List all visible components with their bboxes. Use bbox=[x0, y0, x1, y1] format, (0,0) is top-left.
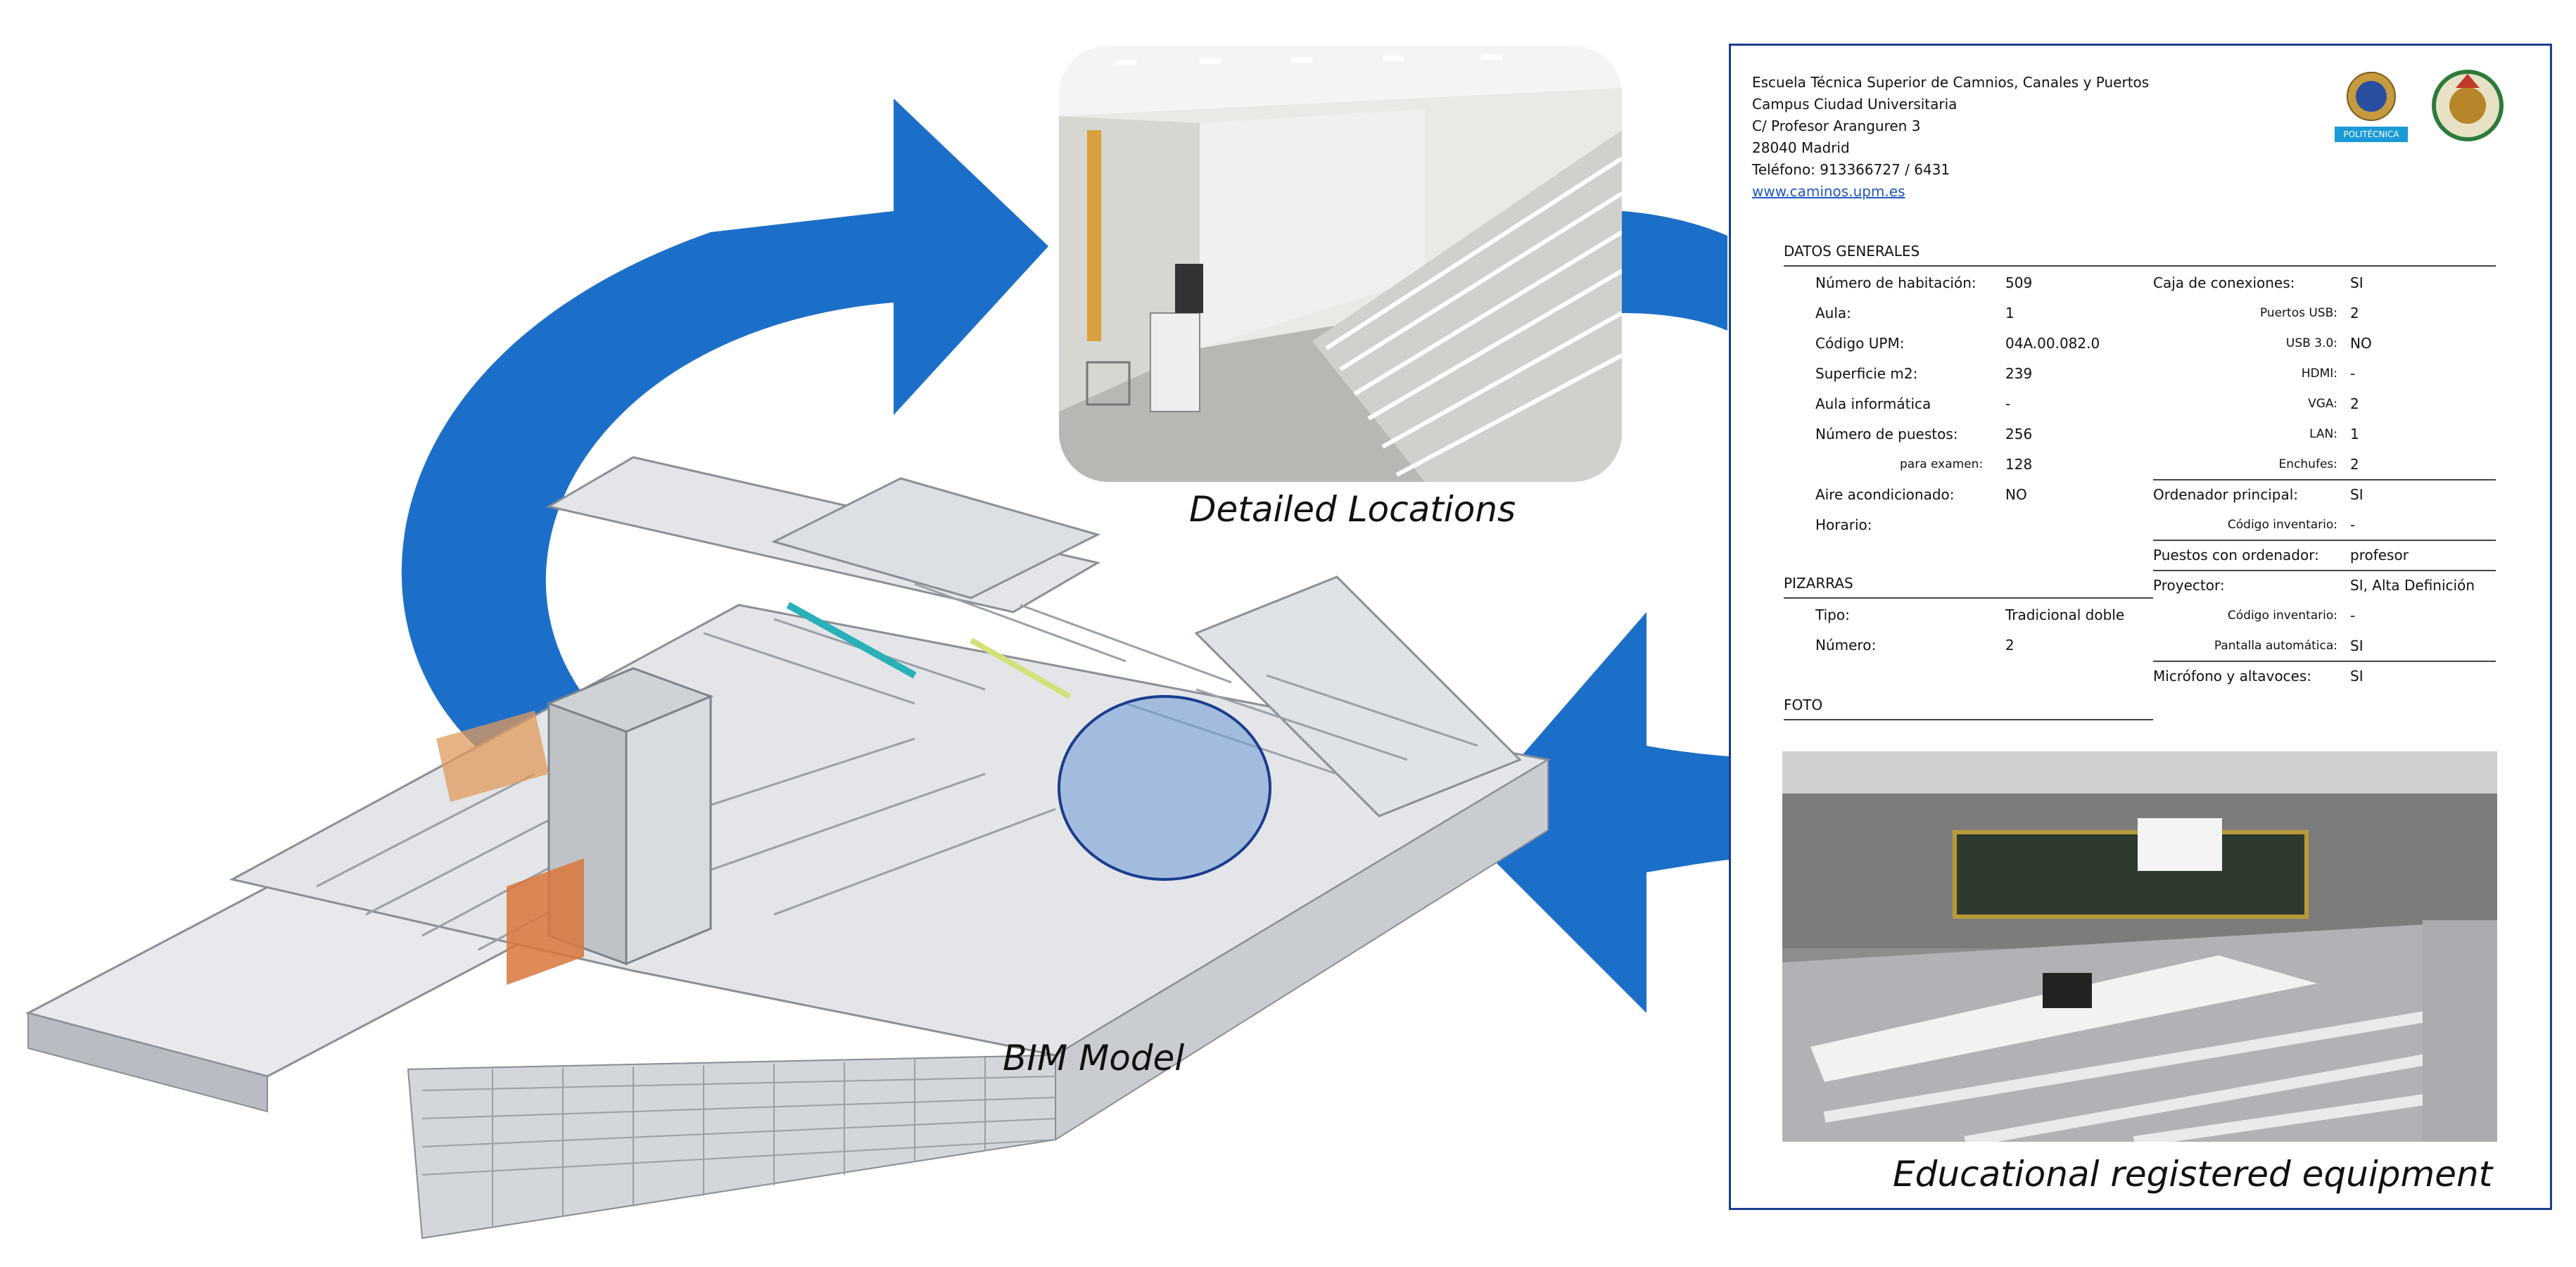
divider bbox=[2153, 570, 2496, 571]
address-line: Campus Ciudad Universitaria bbox=[1752, 96, 1958, 113]
equipment-record-card: Escuela Técnica Superior de Camnios, Can… bbox=[1729, 44, 2552, 1210]
curved-arrow-to-locations bbox=[401, 98, 1048, 788]
arrow-card-to-bim bbox=[1460, 612, 1729, 1013]
highlighted-room bbox=[1058, 695, 1271, 881]
field-value: - bbox=[2350, 365, 2356, 382]
school-crest-logo bbox=[2428, 67, 2508, 144]
field-value: 2 bbox=[2350, 395, 2359, 412]
facade-grid bbox=[421, 1057, 1056, 1228]
detailed-location-photo bbox=[1059, 46, 1622, 482]
field-label: USB 3.0: bbox=[2285, 336, 2337, 350]
field-label: Puestos con ordenador: bbox=[2153, 547, 2319, 564]
field-value: 2 bbox=[2350, 456, 2359, 473]
field-value: - bbox=[2005, 395, 2011, 412]
field-value: SI bbox=[2350, 637, 2364, 654]
caption-bim-model: BIM Model bbox=[1003, 1038, 1185, 1078]
section-heading-general: DATOS GENERALES bbox=[1784, 243, 1920, 260]
field-label: Número: bbox=[1815, 637, 1877, 654]
divider bbox=[1784, 719, 2153, 720]
field-label: Número de puestos: bbox=[1815, 426, 1958, 443]
field-value: NO bbox=[2005, 486, 2027, 503]
field-label: HDMI: bbox=[2301, 367, 2337, 381]
field-label: Pantalla automática: bbox=[2214, 639, 2337, 653]
caption-educational-equipment: Educational registered equipment bbox=[1893, 1154, 2493, 1195]
upm-logo-text: POLITÉCNICA bbox=[2343, 129, 2399, 139]
website-link[interactable]: www.caminos.upm.es bbox=[1752, 183, 1905, 200]
field-value: 256 bbox=[2005, 426, 2033, 443]
field-value: 509 bbox=[2005, 274, 2033, 291]
divider bbox=[2153, 479, 2496, 480]
field-value: 1 bbox=[2350, 426, 2359, 443]
connector-arrow-photo-to-card bbox=[1622, 211, 1727, 331]
field-value: SI bbox=[2350, 668, 2364, 685]
divider bbox=[2153, 540, 2496, 541]
field-label: Aula: bbox=[1815, 305, 1851, 321]
field-label: Micrófono y altavoces: bbox=[2153, 668, 2312, 685]
field-value: - bbox=[2350, 607, 2356, 624]
field-value: 2 bbox=[2005, 637, 2015, 654]
bim-model bbox=[25, 456, 1552, 1240]
classroom-photo bbox=[1782, 751, 2497, 1142]
divider bbox=[1784, 597, 2153, 599]
field-value: 2 bbox=[2350, 305, 2359, 321]
field-label: Aula informática bbox=[1815, 395, 1931, 412]
field-label: Enchufes: bbox=[2278, 457, 2337, 471]
field-label: Código UPM: bbox=[1815, 335, 1905, 352]
field-label: Aire acondicionado: bbox=[1815, 486, 1955, 503]
address-line: Teléfono: 913366727 / 6431 bbox=[1752, 161, 1950, 178]
field-value: 04A.00.082.0 bbox=[2005, 335, 2100, 352]
field-label: Tipo: bbox=[1815, 606, 1850, 623]
field-label: Código inventario: bbox=[2227, 609, 2337, 623]
field-value: SI bbox=[2350, 274, 2364, 291]
address-line: Escuela Técnica Superior de Camnios, Can… bbox=[1752, 74, 2150, 91]
caption-detailed-locations: Detailed Locations bbox=[1189, 489, 1516, 530]
field-value: 128 bbox=[2005, 456, 2033, 473]
field-value: SI bbox=[2350, 486, 2364, 503]
field-label: Superficie m2: bbox=[1815, 365, 1918, 382]
field-value: Tradicional doble bbox=[2005, 606, 2125, 623]
upm-logo: POLITÉCNICA bbox=[2333, 67, 2410, 148]
field-label: Horario: bbox=[1815, 516, 1872, 533]
field-label: Caja de conexiones: bbox=[2153, 274, 2295, 291]
field-label: para examen: bbox=[1900, 457, 1984, 471]
arrow-card-to-bim-body bbox=[1647, 756, 1729, 872]
divider bbox=[2153, 661, 2496, 662]
field-label: Código inventario: bbox=[2227, 518, 2337, 532]
field-label: Proyector: bbox=[2153, 577, 2225, 594]
section-heading-boards: PIZARRAS bbox=[1784, 575, 1853, 592]
field-value: 1 bbox=[2005, 305, 2015, 321]
section-heading-photo: FOTO bbox=[1784, 696, 1823, 713]
address-line: 28040 Madrid bbox=[1752, 139, 1850, 156]
field-label: VGA: bbox=[2308, 397, 2337, 411]
address-line: C/ Profesor Aranguren 3 bbox=[1752, 117, 1921, 134]
field-value: 239 bbox=[2005, 365, 2033, 382]
field-value: - bbox=[2350, 516, 2356, 533]
field-label: Puertos USB: bbox=[2259, 306, 2337, 320]
field-label: LAN: bbox=[2309, 427, 2337, 441]
field-value: profesor bbox=[2350, 547, 2409, 564]
seating-rows bbox=[1325, 156, 1622, 477]
field-label: Número de habitación: bbox=[1815, 274, 1977, 291]
field-label: Ordenador principal: bbox=[2153, 486, 2299, 503]
field-value: SI, Alta Definición bbox=[2350, 577, 2475, 594]
field-value: NO bbox=[2350, 335, 2372, 352]
divider bbox=[1784, 265, 2496, 267]
